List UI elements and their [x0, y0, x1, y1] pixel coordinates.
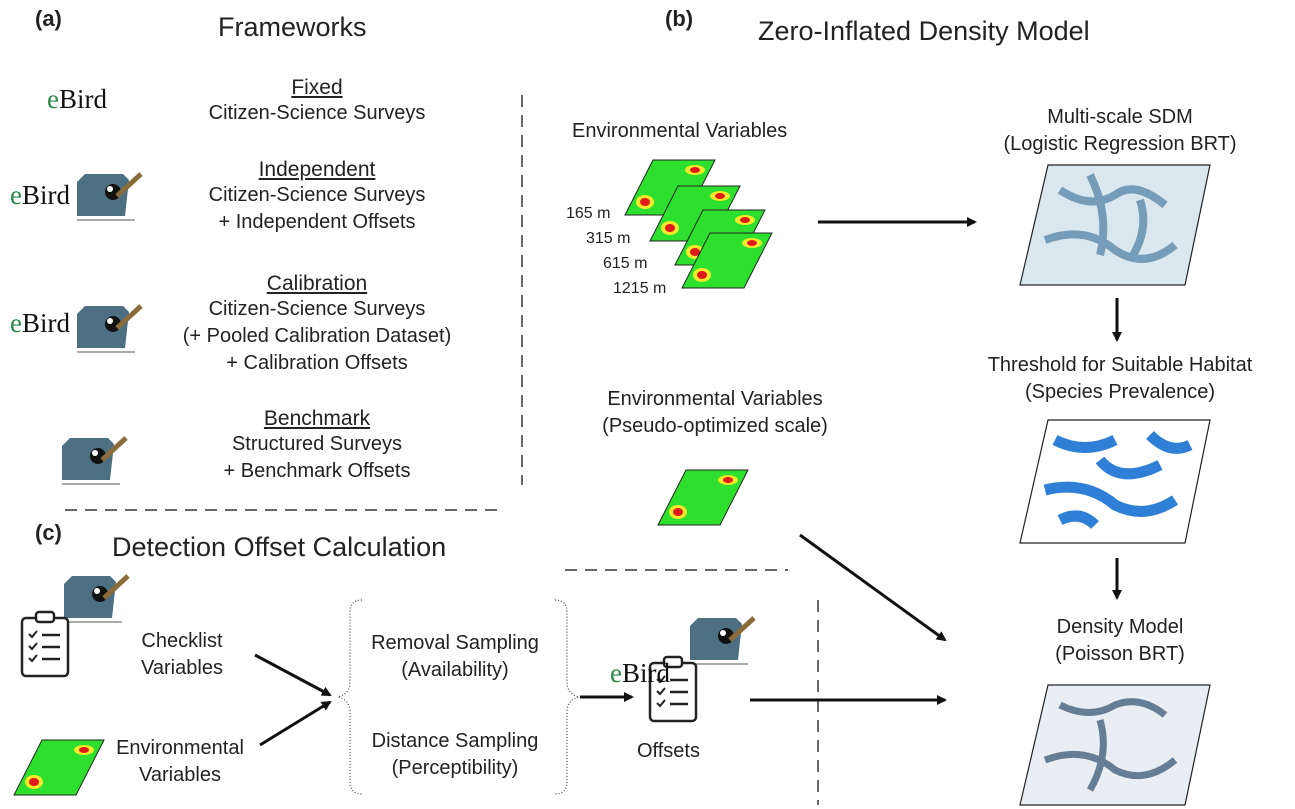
framework-independent: Independent Citizen-Science Surveys + In…: [208, 158, 426, 233]
checklist-variables-label: Checklist Variables: [141, 630, 223, 679]
scale-label: 615 m: [603, 255, 648, 272]
ebird-logo: eBird: [10, 308, 70, 338]
scale-label: 165 m: [566, 205, 611, 222]
raster-detection: [13, 739, 105, 796]
env-variables-pseudo-label: Environmental Variables (Pseudo-optimize…: [602, 388, 828, 437]
framework-name: Fixed: [291, 76, 343, 99]
threshold-label: Threshold for Suitable Habitat (Species …: [987, 354, 1253, 403]
scale-label: 315 m: [586, 230, 631, 247]
threshold-map: [1019, 419, 1211, 544]
framework-name: Benchmark: [263, 407, 371, 430]
density-model-label: Density Model (Poisson BRT): [1055, 616, 1185, 665]
distance-sampling-label: Distance Sampling (Perceptibility): [371, 730, 539, 779]
sdm-label: Multi-scale SDM (Logistic Regression BRT…: [1003, 106, 1237, 155]
ebird-logo: eBird: [47, 84, 107, 114]
env-variables-label: Environmental Variables: [572, 120, 788, 142]
arrow-env2-to-density: [799, 533, 947, 642]
scale-label: 1215 m: [613, 280, 667, 297]
removal-sampling-label: Removal Sampling (Availability): [371, 632, 539, 681]
framework-name: Independent: [258, 158, 376, 181]
framework-calibration: Calibration Citizen-Science Surveys (+ P…: [182, 272, 452, 374]
ebird-logo: eBird: [10, 180, 70, 210]
right-brace: [554, 599, 580, 795]
sdm-map: [1019, 164, 1211, 286]
panel-b-title: Zero-Inflated Density Model: [758, 16, 1090, 46]
panel-b-label: (b): [665, 6, 694, 31]
panel-a-label: (a): [35, 6, 62, 31]
arrow-env-to-brace: [259, 700, 332, 747]
offsets-label: Offsets: [637, 740, 700, 762]
left-brace: [337, 599, 363, 795]
framework-fixed: Fixed Citizen-Science Surveys: [208, 76, 426, 124]
ebird-logo: eBird: [610, 658, 670, 688]
oregon-atlas-logo: [77, 306, 141, 352]
framework-name: Calibration: [266, 272, 368, 295]
framework-benchmark: Benchmark Structured Surveys + Benchmark…: [223, 407, 411, 482]
environmental-variables-label: Environmental Variables: [116, 737, 244, 786]
checklist-clipboard-icon: [20, 610, 70, 678]
oregon-atlas-logo: [62, 438, 126, 484]
oregon-atlas-logo: [690, 618, 754, 664]
panel-c-label: (c): [35, 520, 62, 545]
panel-a-title: Frameworks: [218, 12, 367, 42]
raster-pseudo-optimized: [657, 469, 749, 526]
oregon-atlas-logo: [77, 174, 141, 220]
arrow-checklist-to-brace: [254, 653, 332, 697]
oregon-atlas-logo: [64, 576, 128, 622]
panel-c-title: Detection Offset Calculation: [112, 532, 447, 562]
